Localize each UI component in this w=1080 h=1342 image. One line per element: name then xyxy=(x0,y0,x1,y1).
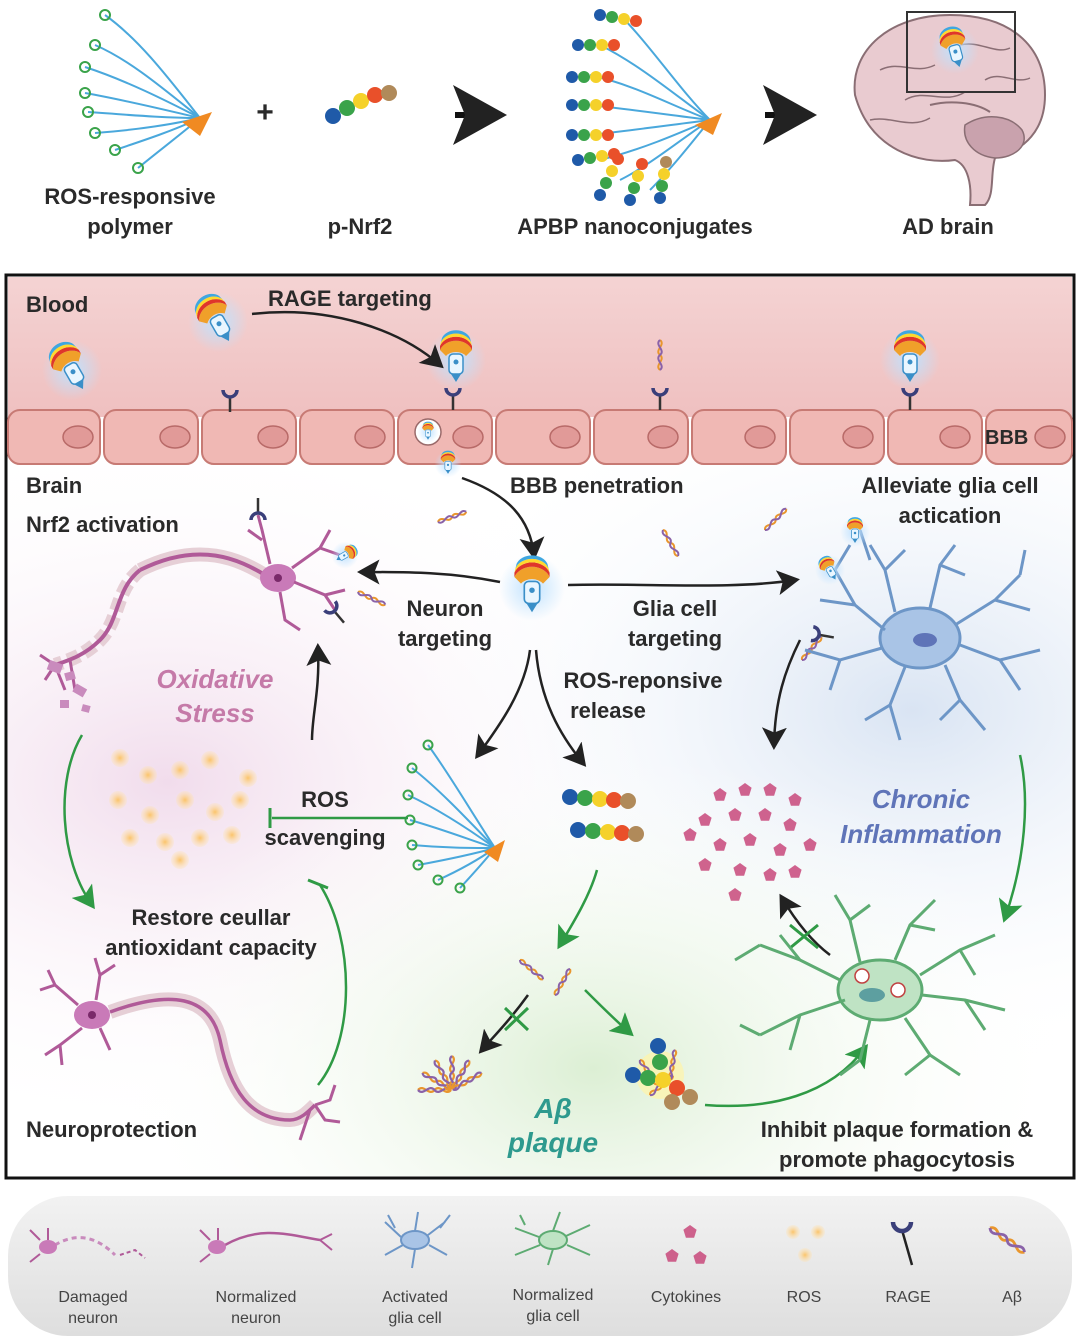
ros-scavenging-line2: scavenging xyxy=(264,825,385,850)
nanoconjugate-icon xyxy=(839,516,871,548)
ros-particles xyxy=(109,749,257,869)
normalized-neuron-icon xyxy=(39,957,341,1141)
inhibit-line1: Inhibit plaque formation & xyxy=(761,1117,1034,1142)
legend-label-line1: Aβ xyxy=(1002,1289,1022,1306)
normalized-glia-cell-icon xyxy=(734,894,1006,1077)
legend-ros-icon xyxy=(786,1225,825,1262)
rage-targeting-arrow xyxy=(251,310,444,369)
inhibition-bar xyxy=(307,878,329,890)
legend-rage-icon xyxy=(890,1221,914,1266)
neuron-targeting-line1: Neuron xyxy=(407,596,484,621)
neuroprotection-label: Neuroprotection xyxy=(26,1117,197,1142)
glia-targeting-line1: Glia cell xyxy=(633,596,717,621)
nanoconjugate-icon xyxy=(434,450,462,478)
block-x-icon xyxy=(789,923,819,950)
release-polymer-arrow xyxy=(475,649,532,760)
ros-responsive-polymer-icon xyxy=(79,9,212,174)
ad-brain-label: AD brain xyxy=(902,214,994,239)
damaged-neuron-icon xyxy=(46,659,91,713)
legend-label-line1: Activated xyxy=(382,1289,448,1306)
main-panel: Blood RAGE targeting BBB Brain BBB penet… xyxy=(4,273,1076,1180)
blocked-cytokine-arrow xyxy=(779,893,831,956)
apbp-nanoconjugates-icon xyxy=(566,9,722,206)
nanoconjugate-icon xyxy=(498,554,566,622)
glia-targeting-arrow xyxy=(567,570,800,596)
zoom-box xyxy=(906,11,1016,93)
oxidative-stress-line1: Oxidative xyxy=(156,664,273,694)
ros-scavenging-line1: ROS xyxy=(301,787,349,812)
legend-label-line2: neuron xyxy=(68,1310,118,1327)
neuron-targeting-line2: targeting xyxy=(398,626,492,651)
legend-normalized-glia-icon xyxy=(514,1211,591,1266)
polymer-label-line2: polymer xyxy=(87,214,173,239)
release-pnrf2-arrow xyxy=(534,649,587,767)
phagocytosis-arrow xyxy=(704,1043,868,1108)
brain-label: Brain xyxy=(26,473,82,498)
normalized-neuron-icon xyxy=(39,496,364,691)
restore-line2: antioxidant capacity xyxy=(105,935,317,960)
alleviate-label-line2: actication xyxy=(899,503,1002,528)
legend-label-line1: Cytokines xyxy=(651,1289,721,1306)
inhibit-line2: promote phagocytosis xyxy=(779,1147,1015,1172)
neuron-targeting-arrow xyxy=(357,559,501,585)
blocked-aggregation-arrow xyxy=(478,994,530,1054)
nrf2-activation-arrow xyxy=(306,643,332,741)
top-row: ROS-responsive polymer + p-Nrf2 xyxy=(44,9,1047,239)
activated-glia-cell-icon xyxy=(804,529,1041,741)
abeta-binding-arrow xyxy=(584,989,634,1037)
chronic-inflammation-line2: Inflammation xyxy=(840,819,1002,849)
blood-label: Blood xyxy=(26,292,88,317)
rage-targeting-label: RAGE targeting xyxy=(268,286,432,311)
block-x-icon xyxy=(503,1006,530,1032)
glia-to-cytokine-arrow xyxy=(761,639,802,750)
legend-label-line1: RAGE xyxy=(885,1289,930,1306)
damaged-to-restore-arrow xyxy=(63,734,95,910)
ros-responsive-polymer-icon xyxy=(402,739,505,894)
nanoconjugate-bead-chains xyxy=(566,9,672,206)
ros-release-line2: release xyxy=(570,698,646,723)
abeta-plaque-line2: plaque xyxy=(507,1127,598,1158)
pnrf2-bound-abeta-icon xyxy=(625,1038,698,1110)
legend-label-line2: glia cell xyxy=(388,1310,441,1327)
bbb-penetration-label: BBB penetration xyxy=(510,473,684,498)
legend-damaged-neuron-icon xyxy=(29,1228,146,1263)
plus-sign: + xyxy=(256,96,274,129)
pnrf2-label: p-Nrf2 xyxy=(328,214,393,239)
nrf2-activation-label: Nrf2 activation xyxy=(26,512,179,537)
legend-activated-glia-icon xyxy=(384,1211,451,1269)
legend-label-line1: Damaged xyxy=(58,1289,127,1306)
ad-brain-icon xyxy=(853,11,1047,206)
legend-label-line1: ROS xyxy=(787,1289,822,1306)
nanoconjugate-icon xyxy=(879,329,941,391)
glia-targeting-line2: targeting xyxy=(628,626,722,651)
legend-label-line1: Normalized xyxy=(216,1289,297,1306)
pnrf2-to-abeta-arrow xyxy=(557,869,599,950)
glia-normalization-arrow xyxy=(998,754,1027,923)
bbb-endothelial-layer xyxy=(7,409,1073,465)
apbp-label: APBP nanoconjugates xyxy=(517,214,753,239)
ros-release-line1: ROS-reponsive xyxy=(564,668,723,693)
bbb-penetration-arrow xyxy=(461,476,545,560)
polymer-label-line1: ROS-responsive xyxy=(44,184,215,209)
p-nrf2-icon xyxy=(562,789,644,842)
restore-line1: Restore ceullar xyxy=(132,905,291,930)
alleviate-label-line1: Alleviate glia cell xyxy=(861,473,1038,498)
neuroprotection-inhibition-curve xyxy=(317,884,348,1086)
oxidative-stress-line2: Stress xyxy=(175,698,255,728)
p-nrf2-icon xyxy=(325,85,397,124)
bbb-label: BBB xyxy=(985,427,1028,449)
legend-bar: Damaged neuron Normalized neuron Activat… xyxy=(8,1196,1072,1336)
chronic-inflammation-line1: Chronic xyxy=(872,784,971,814)
abeta-plaque-line1: Aβ xyxy=(533,1093,572,1124)
legend-normalized-neuron-icon xyxy=(199,1228,333,1263)
legend-label-line2: glia cell xyxy=(526,1308,579,1325)
legend-label-line2: neuron xyxy=(231,1310,281,1327)
legend-label-line1: Normalized xyxy=(513,1287,594,1304)
